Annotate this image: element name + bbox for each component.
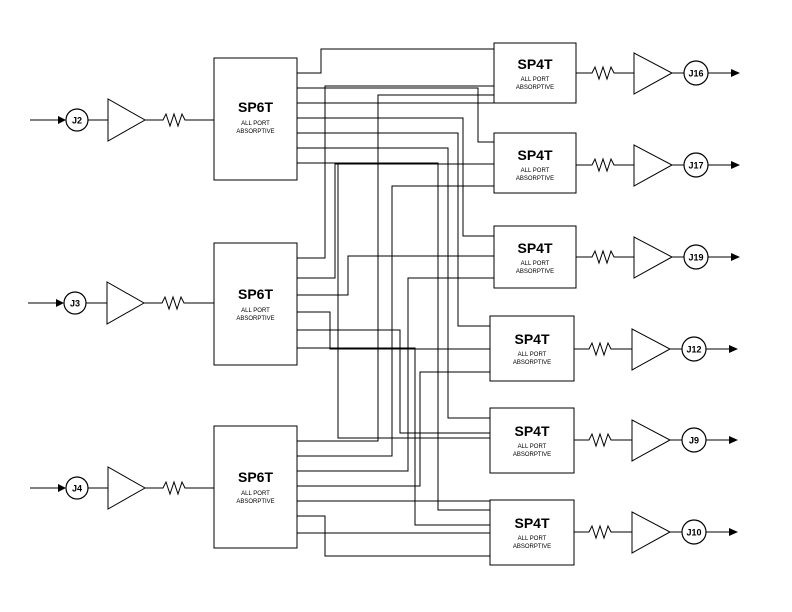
attenuator bbox=[145, 480, 214, 496]
sp4t-switch-3: SP4T ALL PORT ABSORPTIVE bbox=[493, 225, 577, 289]
switch-subtitle: ALL PORT bbox=[521, 77, 550, 83]
output-chain-1: J16 bbox=[576, 52, 740, 95]
output-port-label: J9 bbox=[689, 436, 699, 446]
input-port-label: J4 bbox=[72, 484, 82, 494]
sp6t-switch-3: SP6T ALL PORT ABSORPTIVE bbox=[213, 425, 298, 549]
switch-title: SP6T bbox=[238, 286, 273, 302]
attenuator bbox=[144, 295, 214, 311]
switch-title: SP4T bbox=[517, 56, 552, 72]
amplifier bbox=[106, 281, 146, 325]
switch-title: SP4T bbox=[517, 240, 552, 256]
switch-subtitle: ABSORPTIVE bbox=[513, 360, 551, 366]
sp6t-switch-2: SP6T ALL PORT ABSORPTIVE bbox=[213, 242, 298, 366]
sp4t-switch-5: SP4T ALL PORT ABSORPTIVE bbox=[489, 407, 575, 474]
input-port-label: J3 bbox=[70, 299, 80, 309]
switch-subtitle: ABSORPTIVE bbox=[236, 129, 274, 135]
output-chain-5: J9 bbox=[574, 419, 738, 462]
output-port-label: J17 bbox=[688, 161, 703, 171]
output-port-label: J10 bbox=[686, 528, 701, 538]
input-chain-2: J3 bbox=[28, 281, 214, 325]
output-port-label: J19 bbox=[688, 253, 703, 263]
switch-subtitle: ABSORPTIVE bbox=[516, 269, 554, 275]
output-chain-2: J17 bbox=[576, 144, 740, 187]
input-chain-1: J2 bbox=[30, 98, 214, 142]
switch-subtitle: ABSORPTIVE bbox=[236, 316, 274, 322]
switch-subtitle: ALL PORT bbox=[518, 536, 547, 542]
switch-subtitle: ABSORPTIVE bbox=[516, 85, 554, 91]
switch-title: SP6T bbox=[238, 99, 273, 115]
output-port-label: J12 bbox=[686, 345, 701, 355]
switch-subtitle: ABSORPTIVE bbox=[516, 176, 554, 182]
switch-subtitle: ABSORPTIVE bbox=[236, 499, 274, 505]
switch-subtitle: ALL PORT bbox=[241, 308, 270, 314]
amplifier bbox=[107, 466, 147, 510]
switch-subtitle: ALL PORT bbox=[521, 261, 550, 267]
input-port-label: J2 bbox=[72, 116, 82, 126]
switch-title: SP4T bbox=[517, 147, 552, 163]
switch-subtitle: ALL PORT bbox=[521, 168, 550, 174]
interconnect-wiring bbox=[297, 48, 494, 557]
amplifier bbox=[107, 98, 147, 142]
switch-subtitle: ALL PORT bbox=[518, 352, 547, 358]
switch-subtitle: ALL PORT bbox=[518, 444, 547, 450]
sp4t-switch-2: SP4T ALL PORT ABSORPTIVE bbox=[493, 132, 577, 194]
output-chain-4: J12 bbox=[574, 328, 738, 371]
output-port-label: J16 bbox=[688, 69, 703, 79]
switch-subtitle: ABSORPTIVE bbox=[513, 544, 551, 550]
switch-title: SP6T bbox=[238, 469, 273, 485]
attenuator bbox=[145, 112, 214, 128]
output-chain-6: J10 bbox=[574, 511, 738, 554]
sp4t-switch-1: SP4T ALL PORT ABSORPTIVE bbox=[493, 42, 577, 104]
sp4t-switch-4: SP4T ALL PORT ABSORPTIVE bbox=[489, 315, 575, 382]
switch-title: SP4T bbox=[514, 423, 549, 439]
sp4t-switch-6: SP4T ALL PORT ABSORPTIVE bbox=[489, 499, 575, 566]
switch-subtitle: ALL PORT bbox=[241, 121, 270, 127]
switch-title: SP4T bbox=[514, 515, 549, 531]
switch-title: SP4T bbox=[514, 331, 549, 347]
output-chain-3: J19 bbox=[576, 236, 740, 279]
input-chain-3: J4 bbox=[30, 466, 214, 510]
switch-subtitle: ALL PORT bbox=[241, 491, 270, 497]
sp6t-switch-1: SP6T ALL PORT ABSORPTIVE bbox=[213, 57, 298, 181]
switch-subtitle: ABSORPTIVE bbox=[513, 452, 551, 458]
